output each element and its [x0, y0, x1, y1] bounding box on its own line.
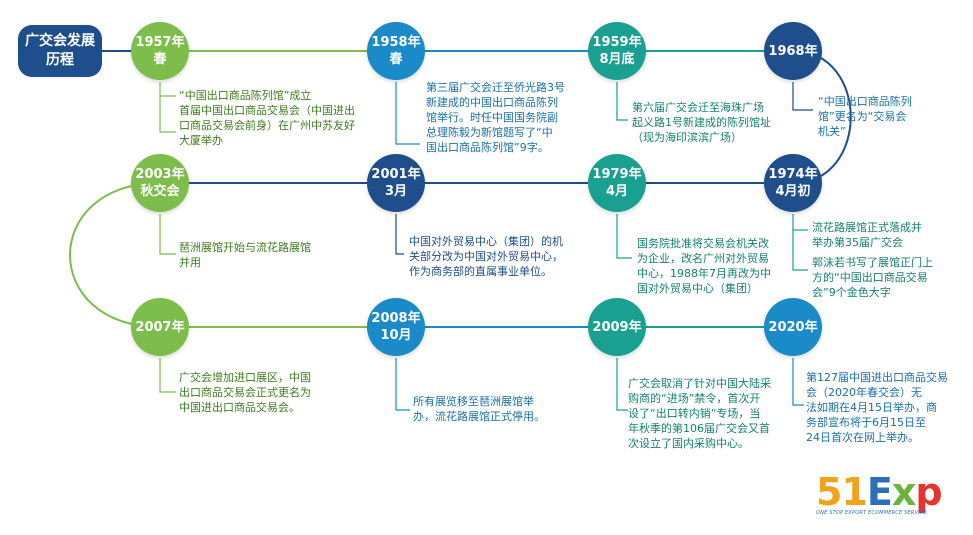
callout-2003 [159, 214, 176, 255]
callout-1968 [792, 82, 813, 111]
node-1957-spring: 1957年 春 [131, 22, 189, 80]
node-2008-october: 2008年 10月 [367, 298, 425, 356]
desc-1979: 国务院批准将交易会机关改 为企业，改名广州对外贸易 中心，1988年7月再改为中… [637, 237, 771, 295]
callout-1959 [616, 82, 628, 121]
callout-2009 [616, 358, 628, 411]
callout-1979 [616, 214, 632, 259]
node-year: 1958年 [371, 35, 421, 50]
node-1959-august: 1959年 8月底 [588, 22, 646, 80]
callout-1957 [159, 82, 176, 133]
node-year: 2003年 [135, 167, 185, 182]
node-year: 1968年 [768, 43, 818, 59]
desc-2009: 广交会取消了针对中国大陆采 购商的“进场”禁令，首次开 设了“出口转内销”专场，… [628, 377, 771, 450]
node-period: 10月 [380, 328, 412, 343]
node-year: 2008年 [371, 311, 421, 326]
node-2007: 2007年 [131, 298, 189, 356]
node-period: 春 [153, 52, 167, 67]
node-1958-spring: 1958年 春 [367, 22, 425, 80]
node-period: 8月底 [599, 52, 635, 67]
node-year: 2007年 [135, 319, 185, 335]
desc-1968: “中国出口商品陈列 馆”更名为“交易会 机关” [818, 95, 912, 138]
diagram-title: 广交会发展历程 [18, 25, 102, 77]
callout-2020 [792, 358, 804, 406]
node-1974-april: 1974年 4月初 [764, 154, 822, 212]
node-period: 4月初 [775, 184, 811, 199]
desc-2003: 琶洲展馆开始与流花路展馆 并用 [179, 241, 311, 269]
node-year: 1979年 [592, 167, 642, 182]
callout-2007 [159, 358, 176, 393]
callout-1958 [395, 82, 420, 145]
desc-1974-inscription: 郭沫若书写了展馆正门上 方的“中国出口商品交易 会”9个金色大字 [812, 256, 933, 299]
callout-2001 [395, 214, 404, 255]
callout-1974 [792, 214, 808, 271]
desc-1958: 第三届广交会迁至侨光路3号 新建成的中国出口商品陈列 馆举行。时任中国国务院副 … [426, 81, 565, 154]
desc-1974: 流花路展馆正式落成并 举办第35届广交会 [812, 221, 922, 249]
node-year: 2009年 [592, 319, 642, 335]
node-2020: 2020年 [764, 298, 822, 356]
desc-1957: “中国出口商品陈列馆”成立 首届中国出口商品交易会（中国进出 口商品交易会前身）… [179, 89, 355, 147]
node-period: 4月 [605, 184, 629, 199]
node-year: 1959年 [592, 35, 642, 50]
node-year: 1974年 [768, 167, 818, 182]
connector-curve-2003-2007 [69, 182, 161, 328]
desc-1959: 第六届广交会迁至海珠广场 起义路1号新建成的陈列馆址 （现为海印滨滨广场） [632, 101, 771, 144]
callout-2008 [395, 358, 410, 411]
desc-2007: 广交会增加进口展区，中国 出口商品交易会正式更名为 中国进出口商品交易会。 [179, 371, 311, 414]
node-2003-autumn: 2003年 秋交会 [131, 154, 189, 212]
node-1979-april: 1979年 4月 [588, 154, 646, 212]
node-period: 春 [389, 52, 403, 67]
logo-wordmark: 51Exp [816, 470, 943, 514]
logo-tagline: ONE STOP EXPORT ECOMMERCE SERVICE [816, 510, 927, 516]
node-year: 2001年 [371, 167, 421, 182]
node-year: 1957年 [135, 35, 185, 50]
node-1968: 1968年 [764, 22, 822, 80]
node-period: 3月 [384, 184, 408, 199]
node-year: 2020年 [768, 319, 818, 335]
desc-2020: 第127届中国进出口商品交易 会（2020年春交会）无 法如期在4月15日举办，… [806, 371, 948, 444]
node-2001-march: 2001年 3月 [367, 154, 425, 212]
desc-2001: 中国对外贸易中心（集团）的机 关部分改为中国对外贸易中心， 作为商务部的直属事业… [409, 235, 563, 278]
desc-2008: 所有展览移至琶洲展馆举 办，流花路展馆正式停用。 [413, 395, 545, 423]
node-2009: 2009年 [588, 298, 646, 356]
brand-logo: 51Exp ONE STOP EXPORT ECOMMERCE SERVICE [816, 472, 956, 527]
node-period: 秋交会 [140, 184, 180, 199]
